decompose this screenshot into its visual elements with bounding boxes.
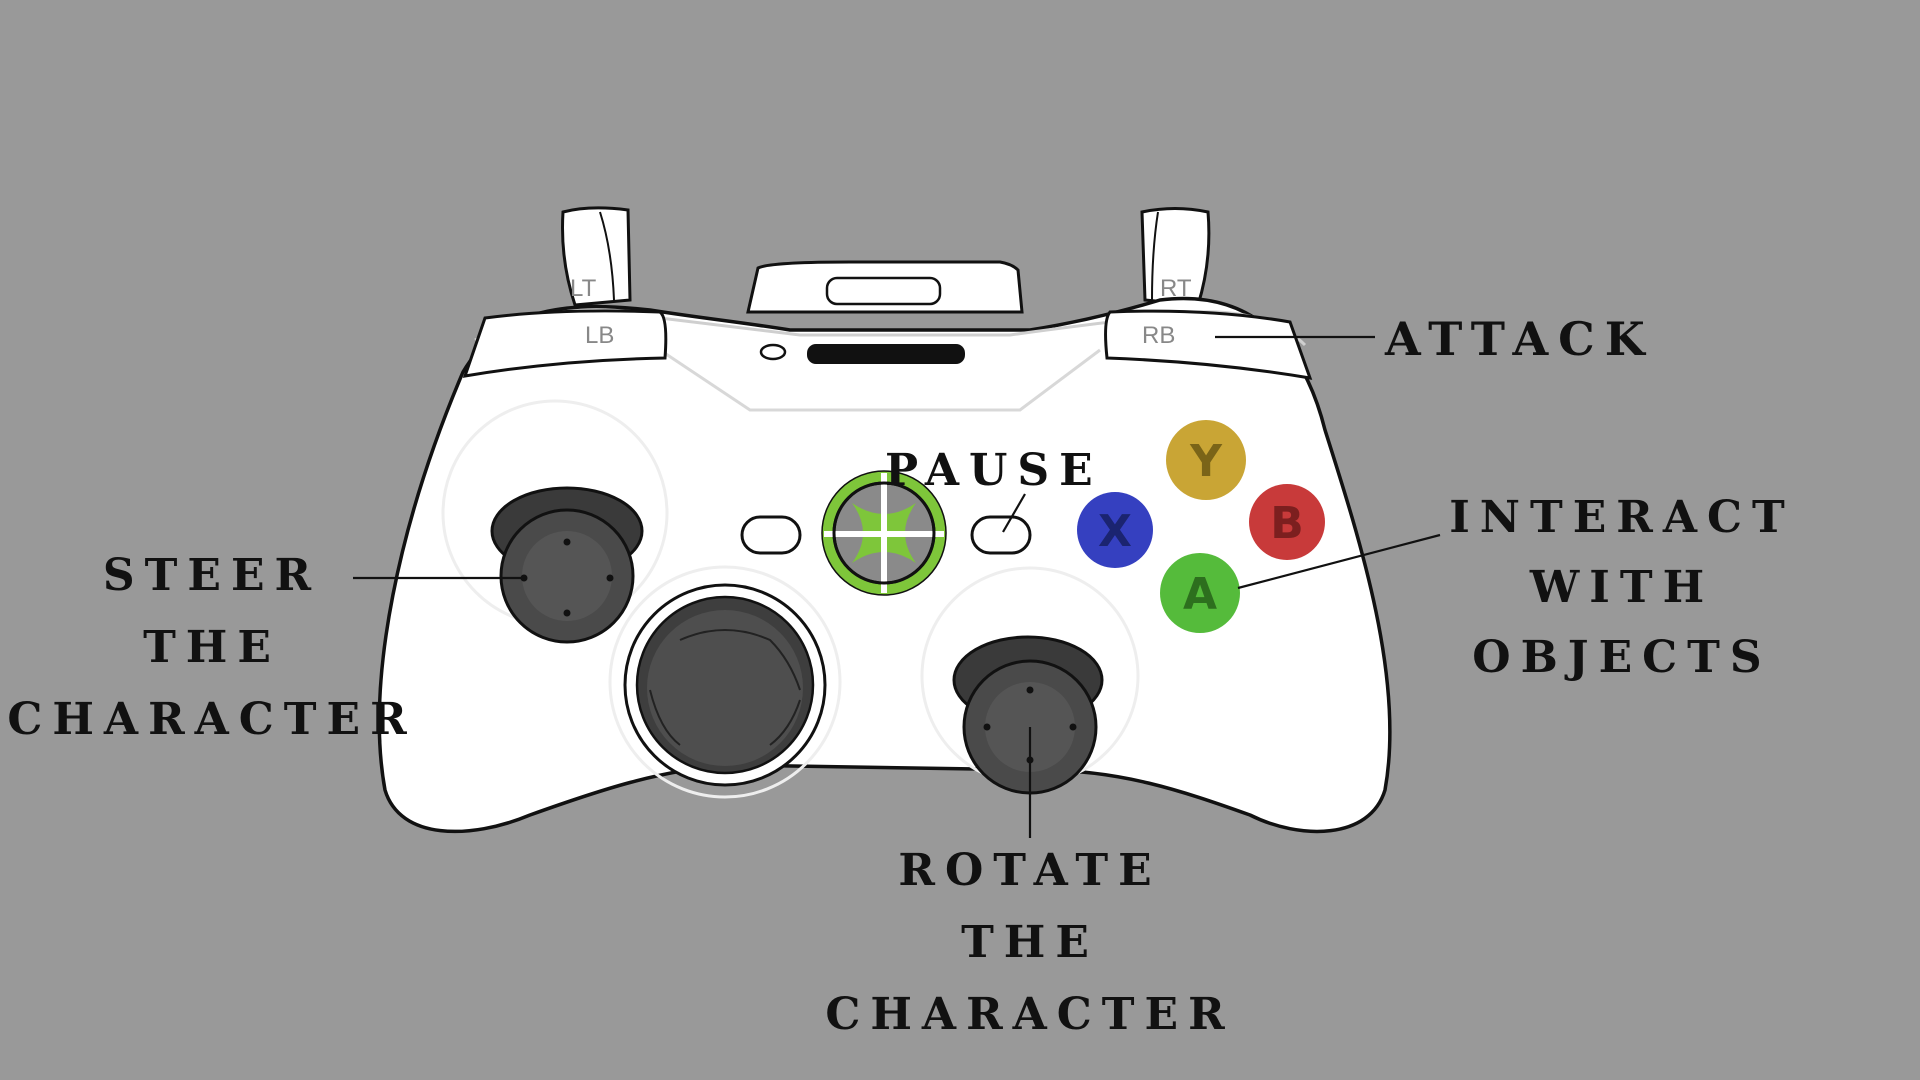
b-button-label: B [1270, 498, 1304, 549]
steer-label: STEER THE CHARACTER [7, 550, 416, 745]
rotate-label-line-1: ROTATE [898, 845, 1161, 896]
dpad[interactable] [623, 583, 827, 787]
left-bumper-label: LB [585, 322, 614, 349]
rotate-label-line-2: THE [961, 917, 1099, 968]
steer-label-line-1: STEER [103, 550, 321, 601]
attack-label: ATTACK [1384, 312, 1655, 366]
back-button[interactable] [740, 515, 802, 555]
left-thumbstick[interactable] [490, 486, 644, 644]
guide-button[interactable] [821, 470, 947, 596]
indicator-slot [807, 344, 965, 364]
start-button[interactable] [970, 515, 1032, 555]
pause-label: PAUSE [885, 445, 1103, 496]
right-bumper[interactable]: RB [1104, 309, 1313, 380]
y-button-label: Y [1189, 436, 1223, 487]
left-trigger[interactable]: LT [561, 206, 632, 307]
headset-port [746, 260, 1024, 314]
interact-leader-line [1237, 533, 1441, 590]
pause-leader-line [1002, 493, 1026, 533]
a-button-label: A [1183, 569, 1217, 620]
a-button[interactable]: A [1160, 553, 1240, 633]
right-trigger[interactable]: RT [1140, 207, 1211, 307]
rotate-label: ROTATE THE CHARACTER [825, 845, 1234, 1040]
left-bumper[interactable]: LB [462, 309, 668, 378]
x-button[interactable]: X [1077, 492, 1153, 568]
x-button-label: X [1098, 506, 1132, 557]
y-button[interactable]: Y [1166, 420, 1246, 500]
right-bumper-label: RB [1142, 322, 1175, 349]
steer-label-line-2: THE [143, 622, 281, 673]
rotate-label-line-3: CHARACTER [825, 989, 1234, 1040]
interact-label-line-2: WITH [1529, 562, 1714, 613]
left-trigger-label: LT [570, 275, 597, 302]
interact-label-line-1: INTERACT [1449, 492, 1795, 543]
interact-label: INTERACT WITH OBJECTS [1449, 492, 1795, 683]
b-button[interactable]: B [1249, 484, 1325, 560]
ring-of-light [759, 343, 787, 361]
interact-label-line-3: OBJECTS [1472, 632, 1771, 683]
steer-label-line-3: CHARACTER [7, 694, 416, 745]
